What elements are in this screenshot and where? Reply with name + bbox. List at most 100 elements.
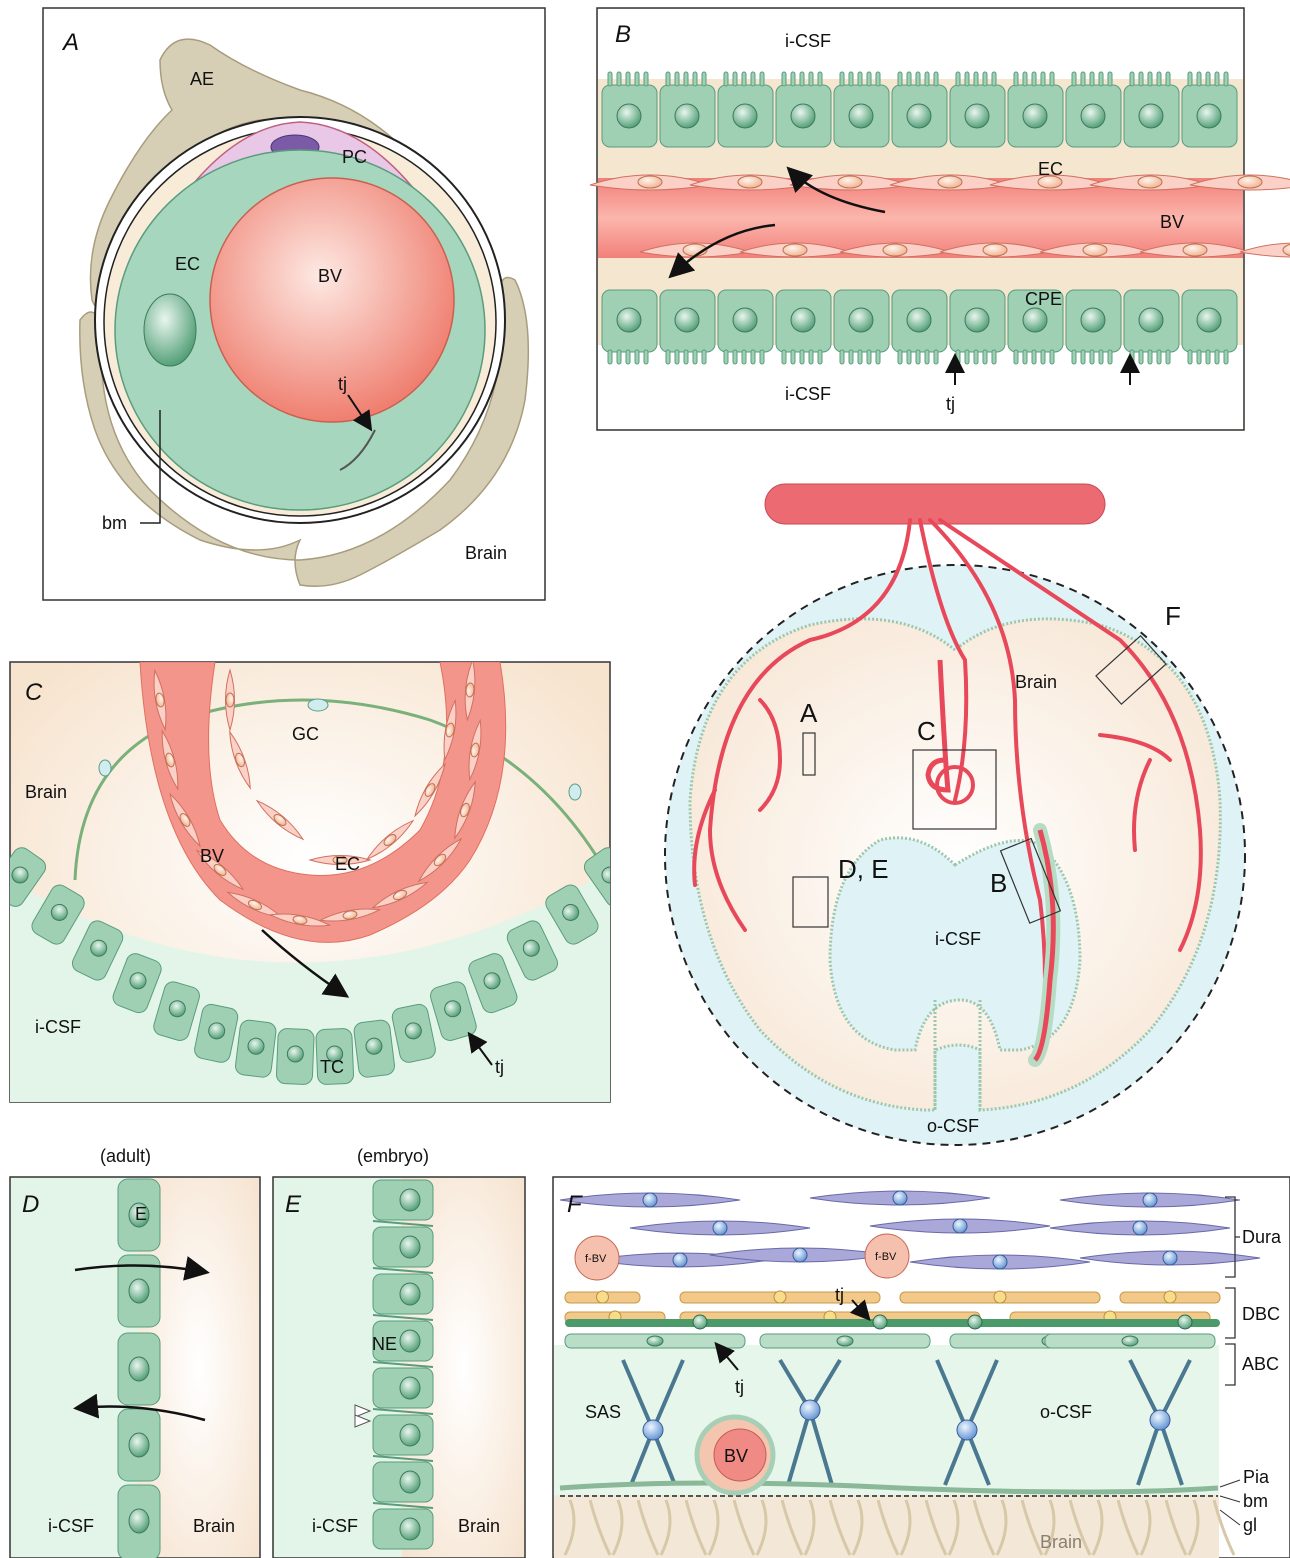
abc-nucleus xyxy=(968,1315,982,1329)
cpe-nucleus xyxy=(1139,104,1163,128)
panel-e-letter: E xyxy=(285,1191,302,1218)
microvillus xyxy=(898,350,902,364)
microvillus xyxy=(644,72,648,86)
abc-nucleus xyxy=(693,1315,707,1329)
label-icsf-bottom: i-CSF xyxy=(785,384,831,404)
abc-nucleus xyxy=(873,1315,887,1329)
microvillus xyxy=(742,350,746,364)
label-ec: EC xyxy=(175,254,200,274)
label-bv-b: BV xyxy=(1160,212,1184,232)
panel-d: (adult) D E i-CSF Brain xyxy=(10,1146,260,1558)
microvillus xyxy=(1023,350,1027,364)
microvillus xyxy=(1090,72,1094,86)
panel-e-title: (embryo) xyxy=(357,1146,429,1166)
label-sas: SAS xyxy=(585,1402,621,1422)
abc-top-layer xyxy=(565,1319,1220,1327)
ependymal-nucleus xyxy=(129,1357,149,1381)
microvillus xyxy=(693,72,697,86)
dura-nucleus xyxy=(993,1255,1007,1269)
cpe-nucleus xyxy=(1197,104,1221,128)
panel-f: F f-BV f-BV tj tj SAS o-CSF BV Brain Dur… xyxy=(553,1177,1290,1558)
label-bm: bm xyxy=(102,513,127,533)
label-gl: gl xyxy=(1243,1515,1257,1535)
microvillus xyxy=(992,72,996,86)
microvillus xyxy=(724,72,728,86)
glial-cell-left xyxy=(99,760,111,776)
microvillus xyxy=(934,72,938,86)
endothelial-nucleus-b xyxy=(983,244,1007,256)
endothelial-nucleus-b xyxy=(838,176,862,188)
dura-nucleus xyxy=(643,1193,657,1207)
label-brain-c: Brain xyxy=(25,782,67,802)
overview-label-brain: Brain xyxy=(1015,672,1057,692)
label-e-d: E xyxy=(135,1204,147,1224)
microvillus xyxy=(1050,72,1054,86)
label-dbc: DBC xyxy=(1242,1304,1280,1324)
microvillus xyxy=(751,350,755,364)
microvillus xyxy=(608,350,612,364)
microvillus xyxy=(800,350,804,364)
tanycyte xyxy=(353,1019,395,1078)
cpe-nucleus xyxy=(617,104,641,128)
microvillus xyxy=(702,350,706,364)
dura-nucleus xyxy=(1163,1251,1177,1265)
neuroepithelial-nucleus xyxy=(400,1424,420,1446)
microvillus xyxy=(956,72,960,86)
trabecular-nucleus xyxy=(1150,1410,1170,1430)
dura-nucleus xyxy=(793,1248,807,1262)
microvillus xyxy=(840,72,844,86)
neuroepithelial-nucleus xyxy=(400,1330,420,1352)
neuroepithelial-nucleus xyxy=(400,1189,420,1211)
label-cpe: CPE xyxy=(1025,289,1062,309)
label-fbv2: f-BV xyxy=(875,1251,897,1263)
neuroepithelial-nucleus xyxy=(400,1283,420,1305)
microvillus xyxy=(1197,72,1201,86)
microvillus xyxy=(1014,72,1018,86)
endothelial-nucleus-b xyxy=(783,244,807,256)
microvillus xyxy=(1197,350,1201,364)
dura-nucleus xyxy=(1143,1193,1157,1207)
microvillus xyxy=(1108,72,1112,86)
label-ne: NE xyxy=(372,1334,397,1354)
microvillus xyxy=(849,350,853,364)
microvillus xyxy=(907,72,911,86)
microvillus xyxy=(791,72,795,86)
ependymal-nucleus xyxy=(129,1509,149,1533)
microvillus xyxy=(1099,350,1103,364)
microvillus xyxy=(992,350,996,364)
microvillus xyxy=(635,350,639,364)
label-ec-c: EC xyxy=(335,854,360,874)
cpe-nucleus xyxy=(907,104,931,128)
microvillus xyxy=(675,72,679,86)
cpe-nucleus xyxy=(849,104,873,128)
cpe-nucleus xyxy=(965,308,989,332)
microvillus xyxy=(1041,72,1045,86)
cpe-nucleus xyxy=(1197,308,1221,332)
dura-nucleus xyxy=(953,1219,967,1233)
overview-label-de: D, E xyxy=(838,854,889,884)
abc-nucleus xyxy=(1122,1336,1138,1346)
microvillus xyxy=(800,72,804,86)
cpe-nucleus xyxy=(675,308,699,332)
dbc-nucleus xyxy=(597,1291,609,1303)
microvillus xyxy=(1081,72,1085,86)
microvillus xyxy=(1148,350,1152,364)
microvillus xyxy=(635,72,639,86)
label-icsf-c: i-CSF xyxy=(35,1017,81,1037)
microvillus xyxy=(1032,350,1036,364)
dbc-nucleus xyxy=(774,1291,786,1303)
label-brain: Brain xyxy=(465,543,507,563)
ependyma-column-d xyxy=(118,1179,160,1558)
microvillus xyxy=(840,350,844,364)
microvillus xyxy=(1050,350,1054,364)
tanycyte-nucleus xyxy=(287,1046,304,1063)
trabecular-nucleus xyxy=(643,1420,663,1440)
abc-nucleus xyxy=(647,1336,663,1346)
ependymal-nucleus xyxy=(129,1433,149,1457)
cpe-nucleus xyxy=(617,308,641,332)
panel-d-letter: D xyxy=(22,1191,39,1218)
microvillus xyxy=(1139,350,1143,364)
label-icsf-d: i-CSF xyxy=(48,1516,94,1536)
microvillus xyxy=(934,350,938,364)
